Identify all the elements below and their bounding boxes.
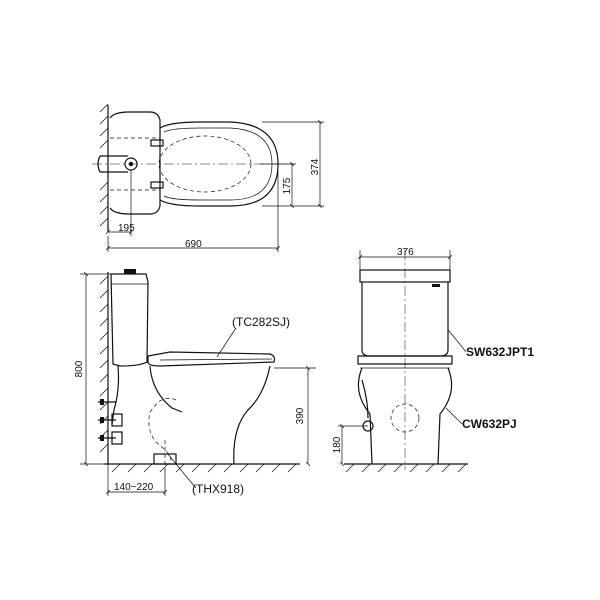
front-supply-hose	[361, 379, 369, 419]
dim-rough-in: 140~220	[114, 482, 154, 493]
front-view: 376 180 SW632JPT1 CW632PJ	[332, 247, 534, 473]
front-tank-button	[432, 284, 440, 287]
front-seat	[357, 355, 453, 365]
top-hinge-lower	[150, 181, 164, 189]
side-tank-button	[124, 269, 136, 274]
dim-374: 374	[310, 158, 321, 175]
dim-390: 390	[295, 407, 306, 424]
label-bowl: CW632PJ	[462, 417, 517, 431]
top-hinge-upper	[150, 139, 164, 147]
side-bowl-trap-hidden	[148, 398, 177, 465]
dim-376: 376	[397, 247, 414, 258]
side-seat-outline	[147, 351, 276, 367]
leader-drain	[167, 453, 197, 489]
label-tank: SW632JPT1	[466, 345, 534, 359]
front-floor-hatch	[345, 463, 467, 473]
front-bowl-outline	[357, 367, 453, 465]
dim-195: 195	[118, 223, 135, 234]
top-tank-outline	[109, 111, 161, 215]
side-wall-hatch	[99, 275, 109, 453]
side-angle-valves	[98, 399, 123, 445]
leader-bowl	[445, 407, 463, 425]
dim-800: 800	[74, 360, 85, 377]
top-wall-hatch	[99, 103, 109, 227]
label-drain: (THX918)	[192, 482, 244, 496]
top-view: 195 690 175 374	[92, 103, 324, 252]
label-seat-cover: (TC282SJ)	[232, 315, 290, 329]
side-tank-outline	[110, 273, 149, 367]
side-supply-hose	[111, 365, 120, 425]
dim-690: 690	[185, 239, 202, 250]
dim-180: 180	[332, 436, 343, 453]
side-bowl-outline	[149, 365, 271, 465]
dim-175: 175	[282, 177, 293, 194]
leader-tank	[447, 329, 467, 353]
side-view: 800 390 140~220 (TC282SJ) (THX918)	[74, 269, 316, 496]
side-floor-hatch	[111, 463, 297, 473]
leader-seat-cover	[216, 327, 237, 358]
